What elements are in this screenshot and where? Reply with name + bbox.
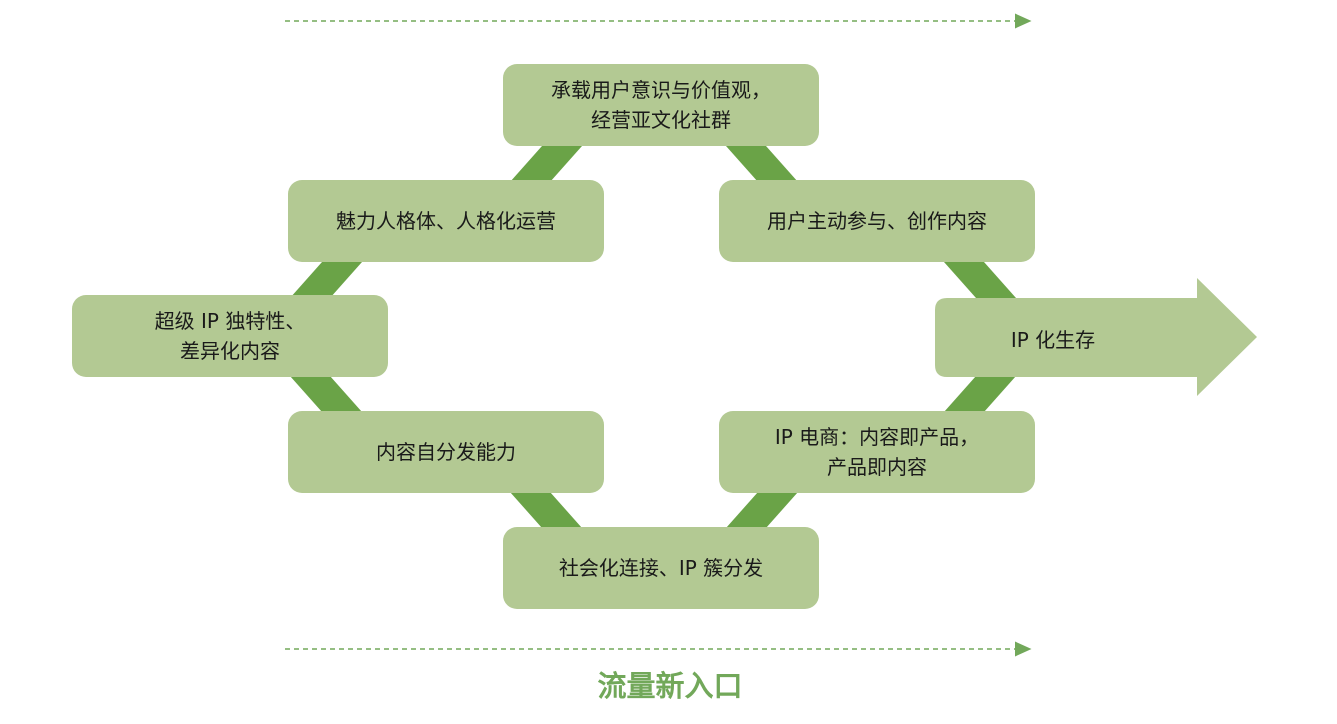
node-start: 超级 IP 独特性、 差异化内容: [72, 295, 388, 377]
node-final-label: IP 化生存: [1010, 327, 1096, 352]
connector-start-upperleft: [290, 262, 362, 298]
footer-label: 流量新入口: [597, 669, 743, 703]
connector-lowerright-final: [944, 376, 1016, 412]
node-upper-right-label: 用户主动参与、创作内容: [767, 209, 987, 233]
node-top: 承载用户意识与价值观， 经营亚文化社群: [503, 64, 819, 146]
connector-upperleft-top: [510, 146, 582, 182]
connector-upperright-final: [944, 262, 1016, 298]
node-lower-left-label: 内容自分发能力: [376, 440, 516, 464]
connector-top-upperright: [726, 146, 798, 182]
node-bottom-label: 社会化连接、IP 簇分发: [558, 556, 764, 580]
node-top-label: 承载用户意识与价值观， 经营亚文化社群: [551, 78, 771, 132]
connector-lowerleft-bottom: [510, 492, 582, 528]
node-upper-left: 魅力人格体、人格化运营: [288, 180, 604, 262]
node-bottom: 社会化连接、IP 簇分发: [503, 527, 819, 609]
connector-start-lowerleft: [290, 376, 362, 412]
node-upper-right: 用户主动参与、创作内容: [719, 180, 1035, 262]
final-arrow-shape: [935, 278, 1257, 396]
node-lower-left: 内容自分发能力: [288, 411, 604, 493]
connector-bottom-lowerright: [726, 492, 798, 528]
node-upper-left-label: 魅力人格体、人格化运营: [336, 209, 556, 233]
node-lower-right: IP 电商：内容即产品， 产品即内容: [719, 411, 1035, 493]
node-start-label: 超级 IP 独特性、 差异化内容: [154, 309, 306, 363]
node-lower-right-label: IP 电商：内容即产品， 产品即内容: [774, 425, 980, 479]
